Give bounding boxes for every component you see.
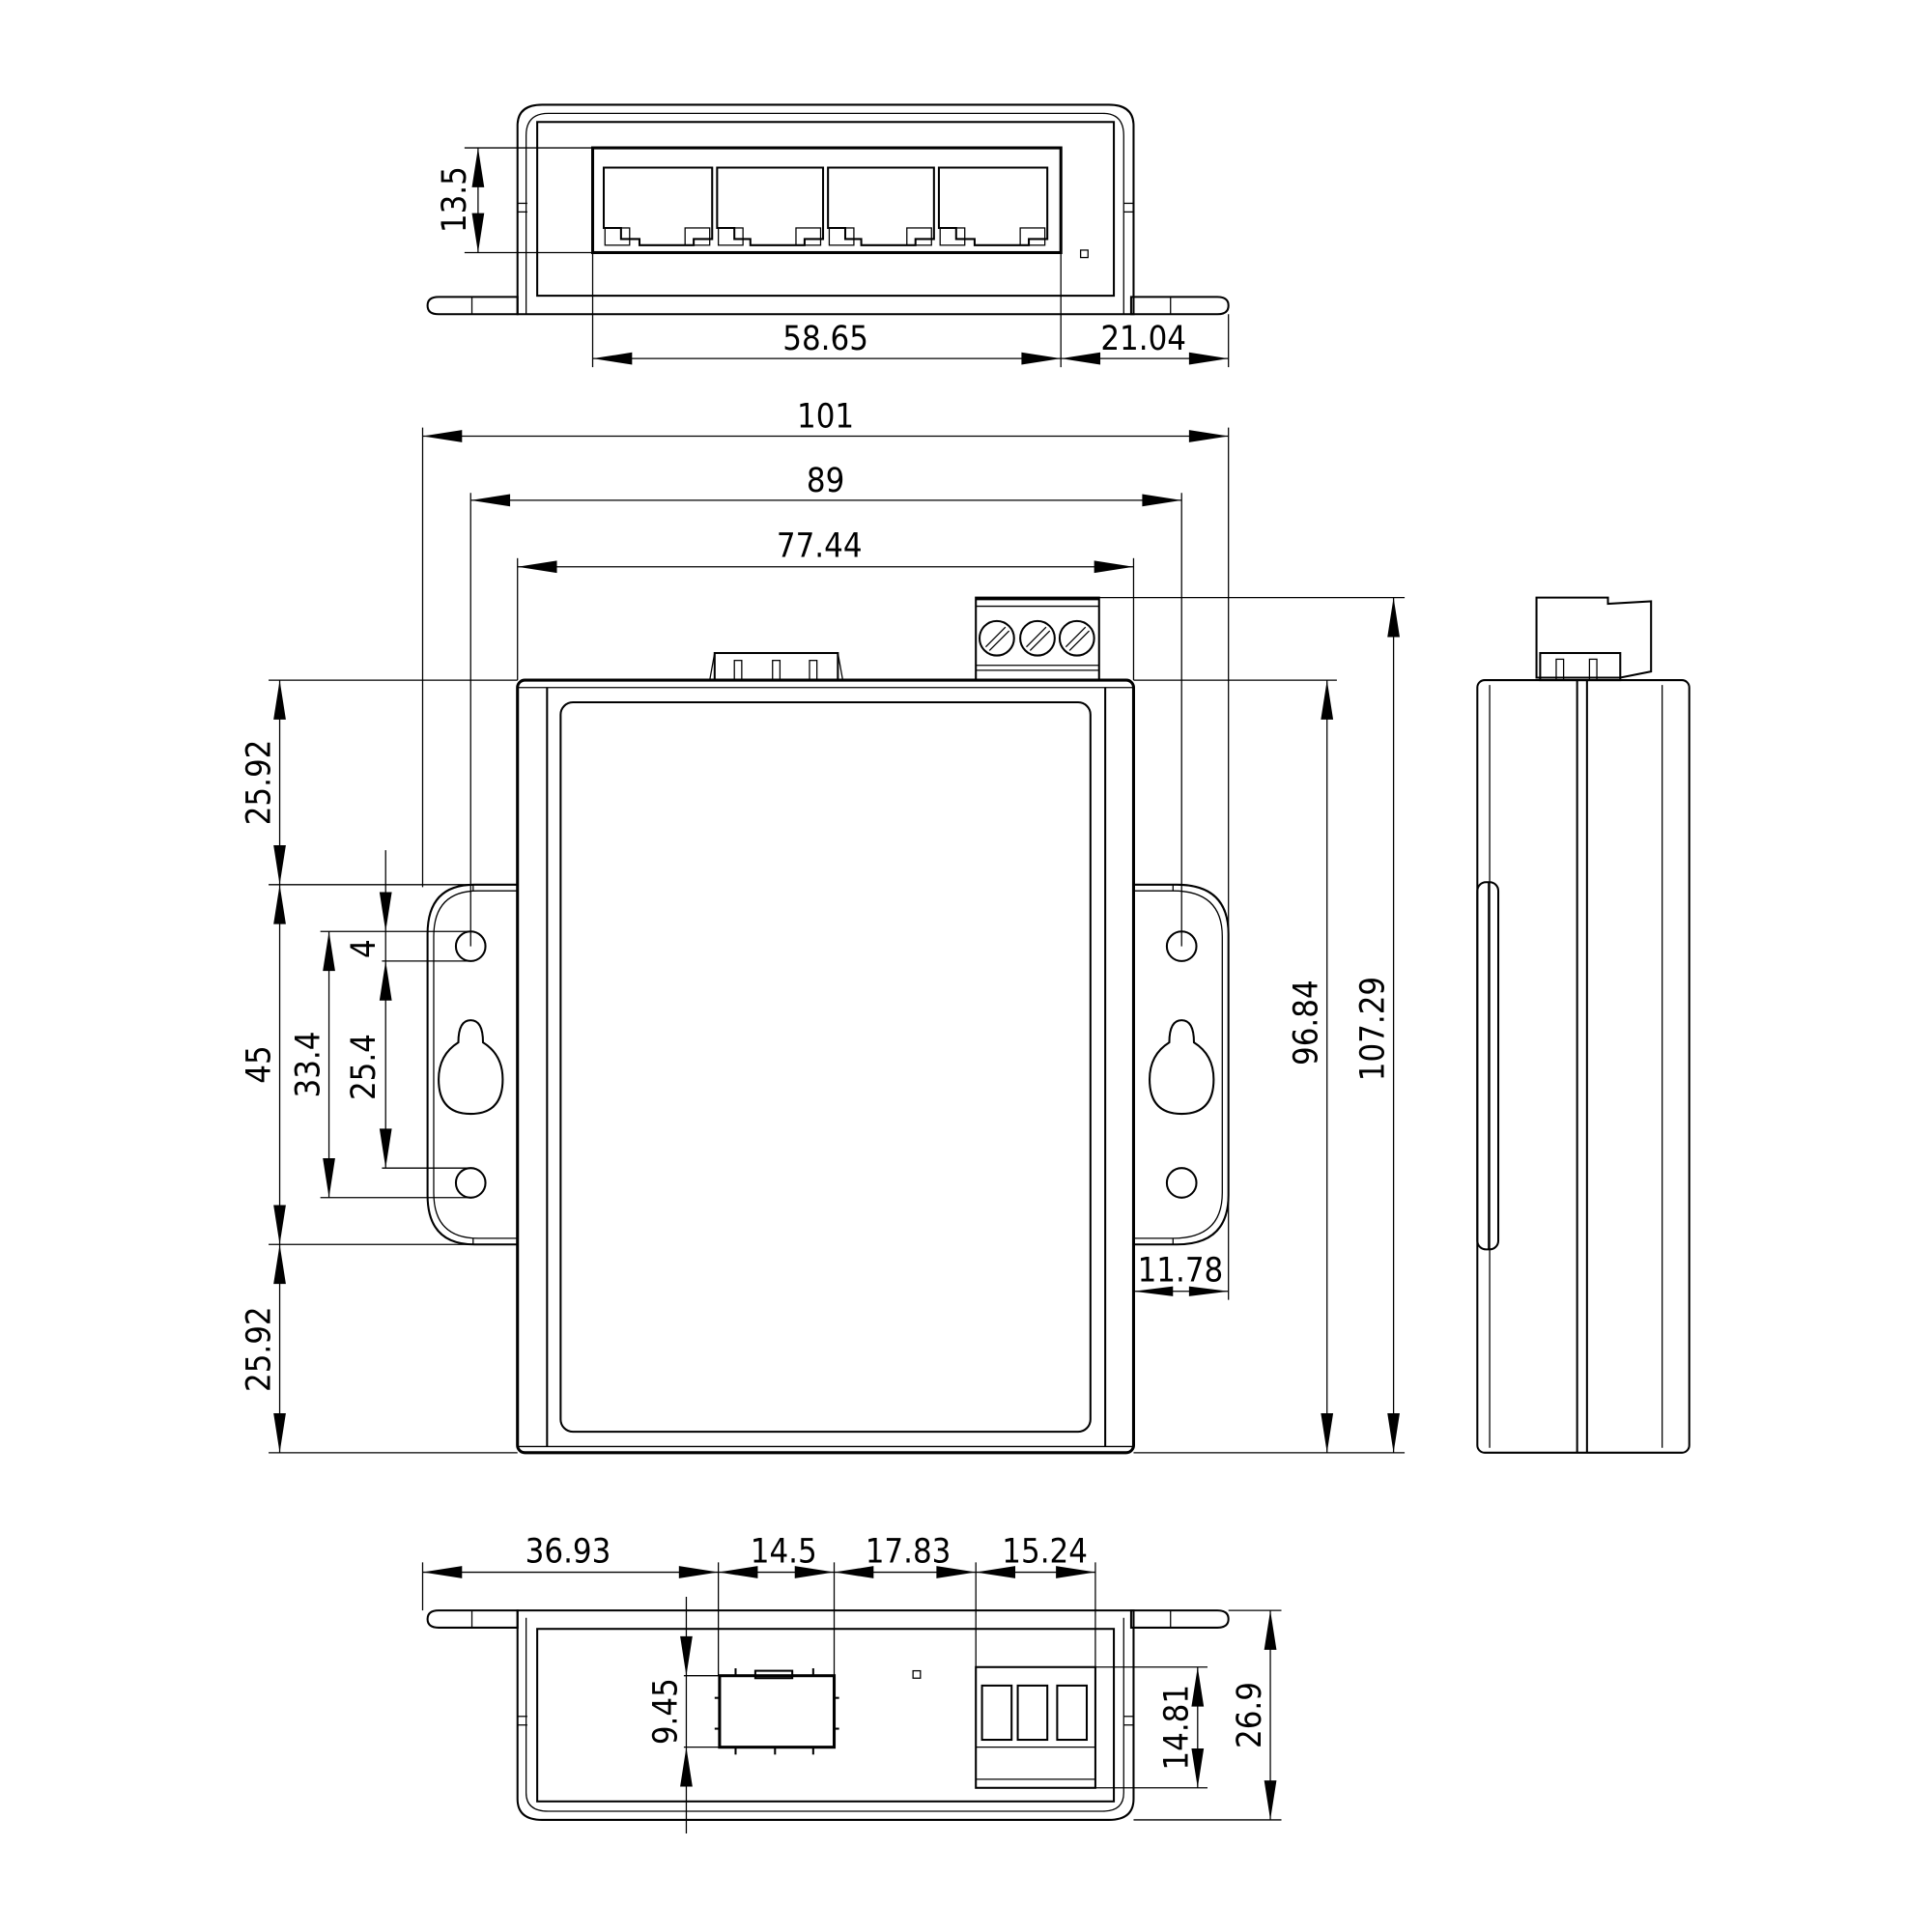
dim-hole-pitch: 25.4 <box>345 1034 384 1100</box>
led-indicator <box>1079 249 1089 259</box>
dim-left-to-connector: 36.93 <box>526 1532 611 1571</box>
dim-terminal-height: 14.81 <box>1158 1685 1197 1771</box>
right-mounting-flange <box>1133 883 1230 1246</box>
rj45-port-1 <box>602 166 714 246</box>
screw-terminal-1 <box>979 619 1015 657</box>
housing-front <box>516 678 1135 1455</box>
screw-terminal-3 <box>1058 619 1095 657</box>
dim-port-height: 13.5 <box>436 166 474 233</box>
side-view <box>1476 596 1690 1454</box>
dim-terminal-width: 15.24 <box>1002 1532 1088 1571</box>
keyhole-slot <box>438 1019 504 1116</box>
dim-overall-depth: 26.9 <box>1231 1682 1269 1748</box>
dim-connector-width: 14.5 <box>751 1532 817 1571</box>
dim-connector-height: 9.45 <box>646 1678 685 1745</box>
rj45-port-3 <box>827 166 935 246</box>
terminal-block <box>975 596 1100 682</box>
screw-terminal-2 <box>1019 619 1056 657</box>
dim-overall-width: 101 <box>797 398 854 437</box>
mount-hole <box>1165 930 1198 962</box>
dim-body-height: 96.84 <box>1288 980 1326 1065</box>
front-panel-label-area <box>559 701 1092 1434</box>
dim-hole-outer-span: 33.4 <box>289 1032 327 1098</box>
power-connector <box>709 652 844 682</box>
dim-mount-hole-spacing: 89 <box>807 462 844 500</box>
dim-flange-width: 11.78 <box>1138 1252 1224 1291</box>
dim-port-block-width: 58.65 <box>782 320 868 358</box>
dim-hole-diameter: 4 <box>345 939 384 958</box>
rj45-port-4 <box>937 166 1049 246</box>
front-view: 101 89 77.44 <box>240 398 1406 1455</box>
dim-top-to-flange: 25.92 <box>240 740 278 826</box>
dim-gap: 17.83 <box>866 1532 952 1571</box>
rj45-port-2 <box>716 166 825 246</box>
led-indicator <box>912 1669 922 1679</box>
dim-flange-to-bottom: 25.92 <box>240 1306 278 1392</box>
dim-right-offset: 21.04 <box>1100 320 1186 358</box>
dim-overall-height: 107.29 <box>1353 977 1392 1081</box>
rj45-ports <box>602 166 1049 246</box>
dc-jack <box>714 1668 839 1755</box>
left-mounting-flange <box>426 883 518 1246</box>
top-view: 13.5 58.65 21.04 <box>426 103 1230 368</box>
dim-flange-height: 45 <box>240 1045 278 1083</box>
dim-body-width: 77.44 <box>777 527 863 566</box>
keyhole-slot <box>1149 1019 1215 1116</box>
terminal-block-bottom <box>975 1665 1096 1789</box>
mount-hole <box>454 1167 487 1199</box>
mount-hole <box>1165 1167 1198 1199</box>
bottom-view: 36.93 14.5 17.83 15.24 9.45 14.81 26.9 <box>421 1532 1282 1833</box>
